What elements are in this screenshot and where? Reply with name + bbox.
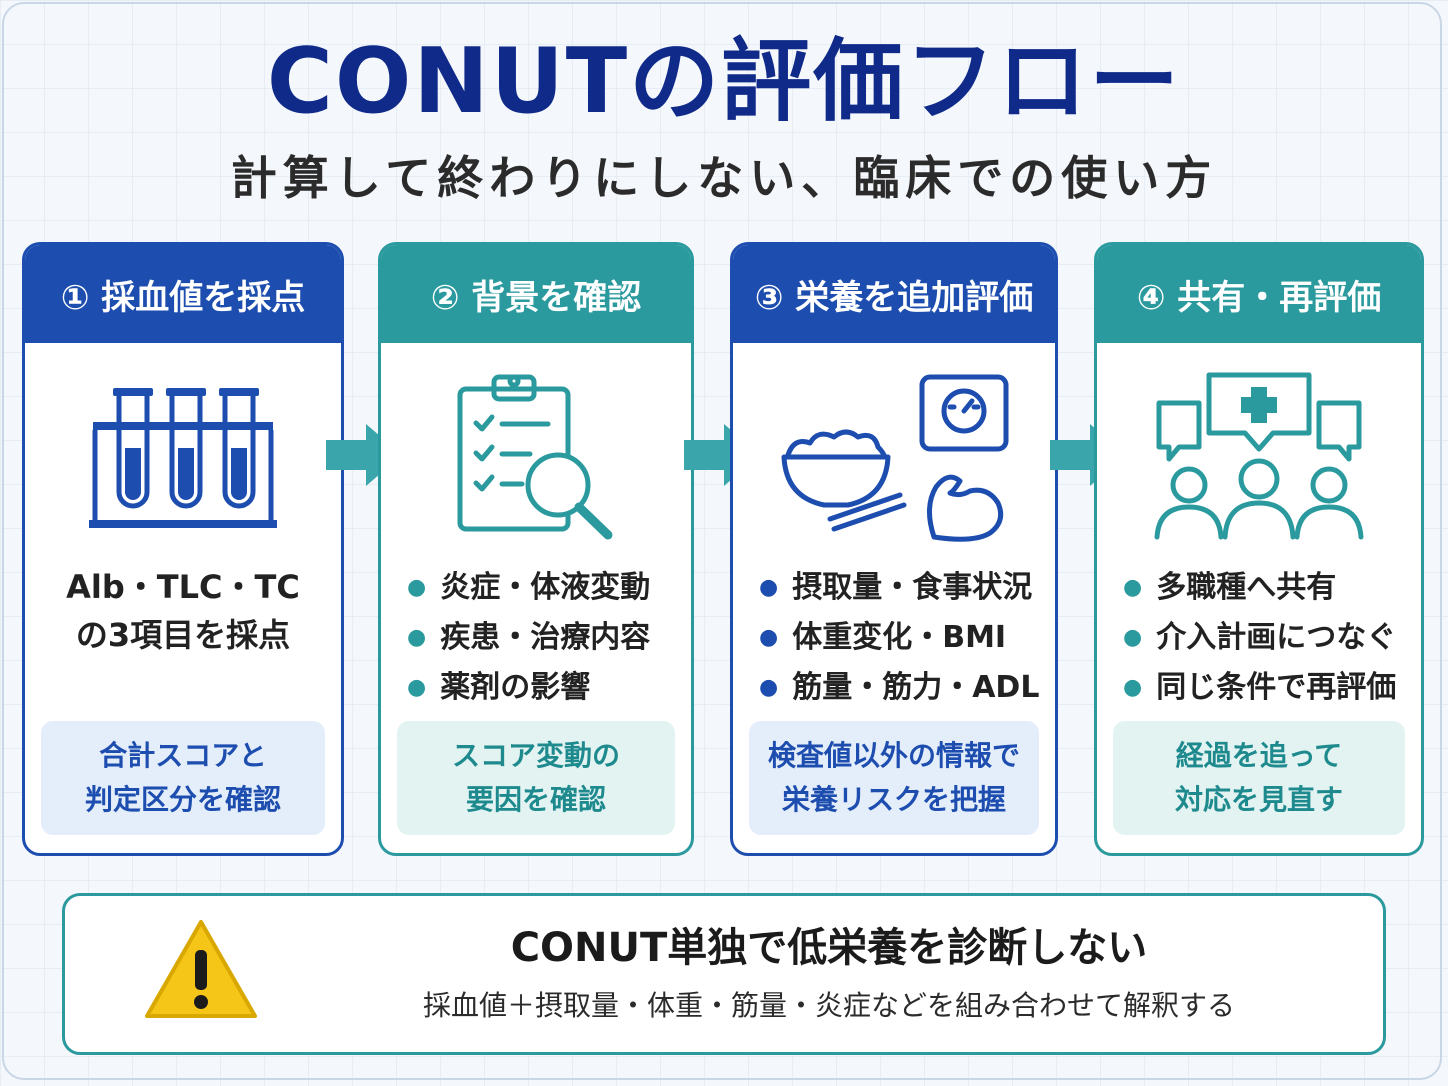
page-subtitle: 計算して終わりにしない、臨床での使い方 [230,151,1218,205]
step-text: Alb・TLC・TC の3項目を採点 [66,568,300,654]
meal-scale-muscle-icon [733,357,1055,557]
step-header: ③ 栄養を追加評価 [733,245,1055,343]
step-note: 検査値以外の情報で栄養リスクを把握 [749,721,1039,835]
list-item: ●筋量・筋力・ADL [759,670,1040,705]
step-note: 合計スコアと判定区分を確認 [41,721,325,835]
list-item: ●介入計画につなぐ [1123,620,1397,655]
step-bullets: ●摂取量・食事状況 ●体重変化・BMI ●筋量・筋力・ADL [759,563,1047,713]
list-item: ●薬剤の影響 [407,670,591,705]
list-item: ●摂取量・食事状況 [759,570,1033,605]
warning-title: CONUT単独で低栄養を診断しない [510,925,1148,971]
team-medical-chat-icon [1097,357,1421,557]
page-title: CONUTの評価フロー [266,29,1182,134]
list-item: ●疾患・治療内容 [407,620,651,655]
list-item: ●炎症・体液変動 [407,570,651,605]
test-tubes-icon [25,357,341,557]
clipboard-magnifier-icon [381,357,691,557]
warning-box: CONUT単独で低栄養を診断しない 採血値＋摂取量・体重・筋量・炎症などを組み合… [62,893,1386,1055]
step-bullets: ●炎症・体液変動 ●疾患・治療内容 ●薬剤の影響 [407,563,683,713]
step-card-4: ④ 共有・再評価 ●多職種へ共有 ●介入計画につなぐ ●同じ条件で再評価 経過を… [1094,242,1424,856]
step-card-3: ③ 栄養を追加評価 ●摂取量・食事状況 ●体重変化・BMI ●筋量・筋力・ADL… [730,242,1058,856]
step-bullets: ●多職種へ共有 ●介入計画につなぐ ●同じ条件で再評価 [1123,563,1413,713]
step-header: ④ 共有・再評価 [1097,245,1421,343]
warning-triangle-icon [145,920,257,1018]
step-note: 経過を追って対応を見直す [1113,721,1405,835]
step-note: スコア変動の要因を確認 [397,721,675,835]
list-item: ●同じ条件で再評価 [1123,670,1397,705]
list-item: ●多職種へ共有 [1123,570,1337,605]
list-item: ●体重変化・BMI [759,620,1007,655]
step-header: ① 採血値を採点 [25,245,341,343]
step-card-2: ② 背景を確認 ●炎症・体液変動 ●疾患・治療内容 ●薬剤の影響 スコア変動の要… [378,242,694,856]
warning-subtitle: 採血値＋摂取量・体重・筋量・炎症などを組み合わせて解釈する [422,989,1235,1022]
step-card-1: ① 採血値を採点 Alb・TLC・TC の3項目を採点 合計スコアと判定区分を確… [22,242,344,856]
step-header: ② 背景を確認 [381,245,691,343]
